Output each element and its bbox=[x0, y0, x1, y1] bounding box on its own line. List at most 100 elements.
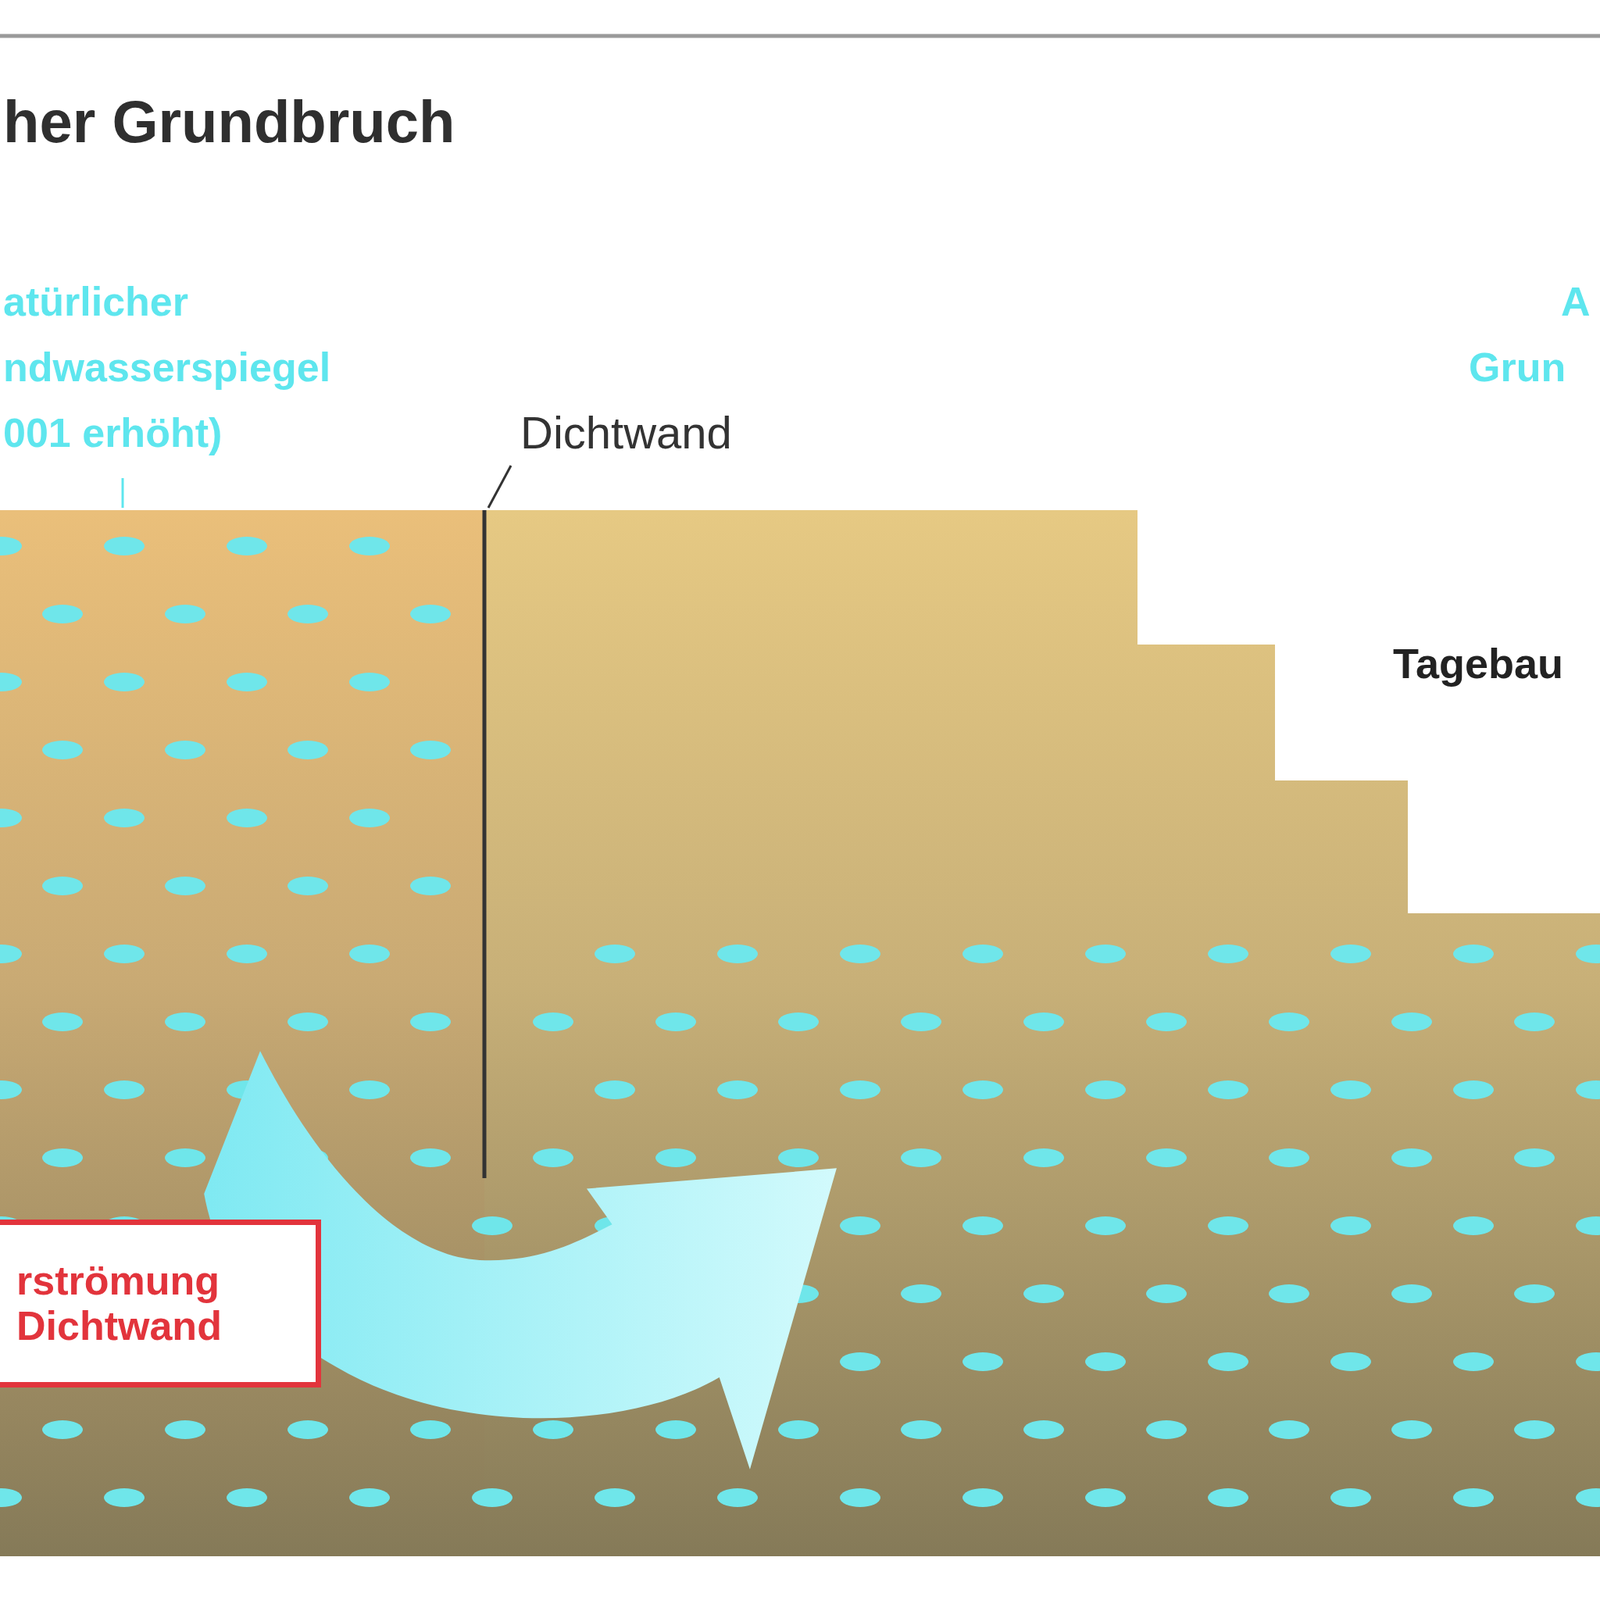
water-dot bbox=[1330, 1488, 1372, 1508]
water-dot bbox=[532, 1420, 574, 1440]
water-dot bbox=[103, 672, 145, 692]
water-dot bbox=[0, 944, 22, 964]
water-dot bbox=[42, 604, 83, 624]
water-dot bbox=[349, 536, 390, 556]
water-dot bbox=[226, 1488, 268, 1508]
water-dot bbox=[532, 1012, 574, 1032]
water-dot bbox=[0, 808, 22, 828]
water-dot bbox=[1023, 1148, 1065, 1168]
water-dot bbox=[410, 604, 451, 624]
callout-box: rströmung Dichtwand bbox=[0, 1219, 322, 1388]
water-dot bbox=[471, 1488, 513, 1508]
water-dot bbox=[103, 1080, 145, 1100]
top-rule bbox=[0, 34, 1600, 39]
water-dot bbox=[1268, 1148, 1310, 1168]
water-dot bbox=[1023, 1420, 1065, 1440]
wall-label: Dichtwand bbox=[520, 406, 733, 459]
water-dot bbox=[349, 1080, 390, 1100]
water-dot bbox=[594, 1488, 636, 1508]
water-dot bbox=[410, 1148, 451, 1168]
water-dot bbox=[1023, 1012, 1065, 1032]
water-dot bbox=[103, 808, 145, 828]
water-dot bbox=[1453, 1352, 1494, 1372]
water-level-label: A bbox=[1560, 278, 1591, 325]
water-dot bbox=[1575, 1488, 1600, 1508]
water-dot bbox=[1330, 944, 1372, 964]
water-dot bbox=[778, 1420, 819, 1440]
water-dot bbox=[287, 1420, 329, 1440]
water-dot bbox=[164, 876, 206, 896]
water-dot bbox=[778, 1012, 819, 1032]
water-dot bbox=[839, 944, 881, 964]
water-dot bbox=[962, 1080, 1004, 1100]
water-dot bbox=[962, 944, 1004, 964]
leader-line bbox=[121, 478, 125, 508]
water-dot bbox=[287, 604, 329, 624]
water-dot bbox=[839, 1216, 881, 1236]
water-dot bbox=[1330, 1216, 1372, 1236]
water-dot bbox=[1146, 1012, 1187, 1032]
water-dot bbox=[1514, 1284, 1555, 1304]
water-dot bbox=[1268, 1420, 1310, 1440]
water-dot bbox=[164, 604, 206, 624]
water-dot bbox=[1207, 1352, 1249, 1372]
water-dot bbox=[42, 1148, 83, 1168]
water-dot bbox=[1268, 1012, 1310, 1032]
callout-text: rströmung Dichtwand bbox=[16, 1258, 283, 1348]
water-dot bbox=[532, 1148, 574, 1168]
water-dot bbox=[1391, 1420, 1433, 1440]
water-level-label: Grun bbox=[1468, 343, 1566, 391]
water-dot bbox=[164, 1148, 206, 1168]
water-dot bbox=[655, 1420, 697, 1440]
water-dot bbox=[717, 944, 758, 964]
water-dot bbox=[42, 740, 83, 760]
title: her Grundbruch bbox=[3, 87, 455, 156]
water-dot bbox=[1085, 944, 1126, 964]
water-dot bbox=[164, 1012, 206, 1032]
water-dot bbox=[1391, 1284, 1433, 1304]
water-dot bbox=[962, 1352, 1004, 1372]
water-dot bbox=[349, 944, 390, 964]
water-dot bbox=[410, 1012, 451, 1032]
water-dot bbox=[42, 1420, 83, 1440]
water-level-label: atürlicher bbox=[3, 278, 189, 325]
water-dot bbox=[1085, 1216, 1126, 1236]
water-dot bbox=[1207, 944, 1249, 964]
water-dot bbox=[1146, 1284, 1187, 1304]
water-dot bbox=[839, 1488, 881, 1508]
water-dot bbox=[900, 1012, 942, 1032]
water-dot bbox=[962, 1488, 1004, 1508]
water-dot bbox=[103, 1488, 145, 1508]
water-dot bbox=[1085, 1352, 1126, 1372]
water-dot bbox=[410, 876, 451, 896]
water-dot bbox=[1146, 1148, 1187, 1168]
water-dot bbox=[349, 672, 390, 692]
water-dot bbox=[1268, 1284, 1310, 1304]
water-dot bbox=[1453, 944, 1494, 964]
water-dot bbox=[839, 1352, 881, 1372]
water-dot bbox=[0, 536, 22, 556]
water-dot bbox=[103, 536, 145, 556]
water-dot bbox=[1146, 1420, 1187, 1440]
water-dot bbox=[1207, 1080, 1249, 1100]
water-dot bbox=[164, 1420, 206, 1440]
water-dot bbox=[226, 944, 268, 964]
water-dot bbox=[349, 1488, 390, 1508]
sealing-wall bbox=[482, 510, 487, 1179]
water-dot bbox=[1330, 1352, 1372, 1372]
water-dot bbox=[1207, 1488, 1249, 1508]
water-dot bbox=[164, 740, 206, 760]
water-dot bbox=[1391, 1148, 1433, 1168]
leader-line bbox=[488, 465, 511, 508]
water-dot bbox=[1514, 1148, 1555, 1168]
water-dot bbox=[655, 1148, 697, 1168]
water-dot bbox=[1514, 1012, 1555, 1032]
groundwater-dots bbox=[0, 536, 1600, 1508]
water-dot bbox=[1330, 1080, 1372, 1100]
water-dot bbox=[594, 1080, 636, 1100]
water-dot bbox=[900, 1148, 942, 1168]
water-dot bbox=[226, 672, 268, 692]
water-dot bbox=[1575, 1216, 1600, 1236]
water-dot bbox=[1453, 1080, 1494, 1100]
